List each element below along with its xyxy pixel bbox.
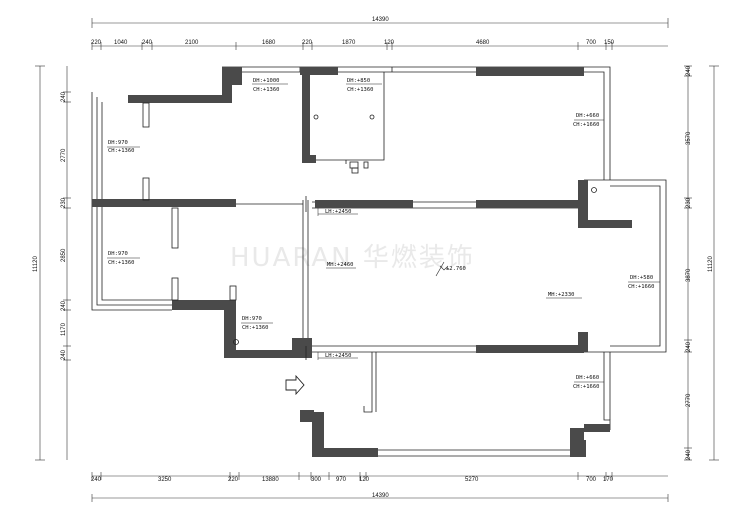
bottom-seg-9: 700 [586,477,597,483]
label-r8-level: ±2.760 [446,266,466,272]
label-r6-ch: CH:+1360 [108,260,135,266]
label-r1-ch: CH:+1360 [253,87,280,93]
top-seg-11: 150 [604,40,615,46]
wall-segment [128,95,232,103]
wall-segment [584,424,610,432]
label-r4-ch: CH:+1660 [573,122,600,128]
watermark: HUARAN 华燃装饰 [230,243,475,273]
bottom-seg-2: 3250 [158,477,172,483]
wall-segment [578,332,588,352]
left-total-dim: 11120 [33,256,39,272]
right-seg-6: 2770 [686,393,692,407]
wall-segment [312,448,378,457]
top-seg-4: 2100 [185,40,199,46]
dimension-right: 240 3570 230 3870 240 2770 240 11120 [684,65,719,461]
label-r2-dh: DH:+850 [347,78,370,84]
bottom-seg-8: 5270 [465,477,479,483]
left-seg-6: 1170 [61,322,67,336]
top-total-dim: 14390 [372,17,389,23]
wall-segment [224,305,236,357]
right-seg-1: 240 [686,65,692,76]
label-r11-ch: CH:+1360 [242,325,269,331]
bottom-seg-10: 170 [603,477,614,483]
label-r3-dh: DH:970 [108,140,128,146]
wall-segment [476,200,584,208]
wall-segment [315,200,413,208]
wall-segment [476,345,584,353]
wall-segment [578,220,632,228]
walls [92,67,632,457]
left-seg-2: 2770 [61,148,67,162]
dimension-left: 11120 240 2770 230 2850 240 1170 240 [33,65,71,461]
right-seg-2: 3570 [686,131,692,145]
wall-segment [232,67,242,85]
bottom-seg-7: 120 [359,477,370,483]
label-r9-dh: DH:+580 [630,275,653,281]
bottom-total-dim: 14390 [372,493,389,499]
dimension-bottom: 240 3250 220 13880 300 970 120 5270 700 … [91,472,669,502]
bottom-seg-6: 970 [336,477,347,483]
bottom-seg-5: 300 [311,477,322,483]
wall-segment [222,67,232,103]
top-seg-7: 1870 [342,40,356,46]
left-seg-5: 240 [61,300,67,311]
right-total-dim: 11120 [708,256,714,272]
partition-stubs [142,102,597,360]
top-seg-2: 1040 [114,40,128,46]
label-r3-ch: CH:+1360 [108,148,135,154]
label-r10-mh: MH:+2330 [548,292,575,298]
wall-segment [292,338,312,358]
label-r13-dh: DH:+660 [576,375,599,381]
top-seg-9: 4680 [476,40,490,46]
label-leaders [107,83,660,383]
annotations: DH:+1000 CH:+1360 DH:+850 CH:+1360 DH:97… [108,78,655,390]
wall-segment [302,67,310,163]
label-r4-dh: DH:+660 [576,113,599,119]
left-seg-1: 240 [61,91,67,102]
level-marker-icon [435,261,449,277]
top-seg-6: 220 [302,40,313,46]
wall-segment [312,412,324,456]
right-seg-4: 3870 [686,268,692,282]
top-seg-1: 220 [91,40,102,46]
label-r9-ch: CH:+1660 [628,284,655,290]
wall-segment [578,180,588,225]
wall-segment [570,448,582,457]
label-r2-ch: CH:+1360 [347,87,374,93]
wall-segment [578,440,586,457]
right-seg-3: 230 [686,197,692,208]
wall-segment [224,350,304,358]
label-r1-dh: DH:+1000 [253,78,280,84]
right-arrow-icon [285,374,305,396]
label-r5-lh: LH:+2450 [325,209,352,215]
label-r13-ch: CH:+1660 [573,384,600,390]
top-seg-5: 1680 [262,40,276,46]
top-seg-10: 700 [586,40,597,46]
label-r7-mh: MH:+2460 [327,262,354,268]
wall-segment [476,67,584,76]
wall-segment [300,410,314,422]
right-seg-5: 240 [686,341,692,352]
wall-segment [310,155,316,163]
top-seg-8: 120 [384,40,395,46]
top-seg-3: 240 [142,40,153,46]
left-seg-7: 240 [61,349,67,360]
bottom-seg-3: 220 [228,477,239,483]
wall-segment [92,199,236,207]
label-r6-dh: DH:970 [108,251,128,257]
bottom-seg-1: 240 [91,477,102,483]
right-seg-7: 240 [686,449,692,460]
label-r11-dh: DH:970 [242,316,262,322]
wall-segment [300,67,338,75]
bottom-seg-4: 13880 [262,477,279,483]
left-seg-3: 230 [61,197,67,208]
dimension-top: 14390 220 1040 240 2100 1680 220 1870 12… [91,17,669,50]
wall-segment [172,300,236,310]
left-seg-4: 2850 [61,248,67,262]
label-r12-lh: LH:+2450 [325,353,352,359]
